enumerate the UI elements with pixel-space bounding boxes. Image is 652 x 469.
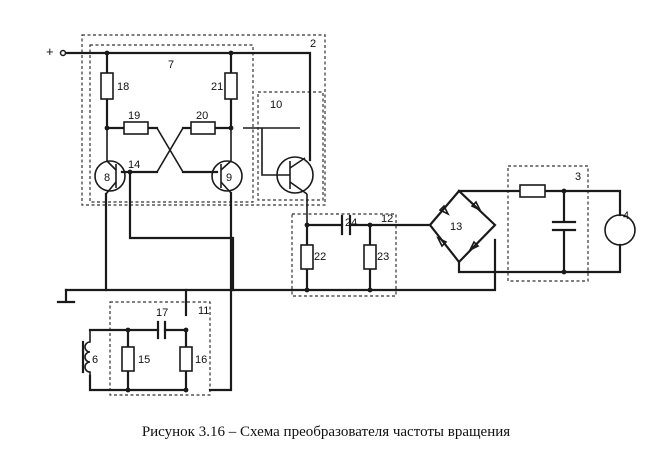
ground-rail xyxy=(64,238,497,292)
label-2: 2 xyxy=(310,38,316,50)
junction-dot xyxy=(228,50,234,56)
node-14-line xyxy=(128,170,235,292)
bridge-return-line xyxy=(457,243,622,274)
label-6: 6 xyxy=(92,354,98,366)
resistor-20 xyxy=(190,121,216,135)
label-24: 24 xyxy=(345,217,357,229)
resistor-block3 xyxy=(519,184,546,198)
transistor-8 xyxy=(94,128,126,208)
junction-dot xyxy=(367,287,373,293)
resistor-15 xyxy=(121,346,135,372)
capacitor-24 xyxy=(340,214,352,236)
capacitor-block3 xyxy=(551,189,577,274)
resistor-23 xyxy=(363,244,377,270)
junction-dot xyxy=(561,188,567,194)
block-3-box xyxy=(507,165,589,282)
block-7-box xyxy=(89,44,254,203)
resistor-19 xyxy=(123,121,149,135)
label-16: 16 xyxy=(195,354,207,366)
junction-dot xyxy=(104,50,110,56)
block-10-box xyxy=(257,91,324,201)
meter-4 xyxy=(604,214,636,246)
label-23: 23 xyxy=(377,251,389,263)
junction-dot xyxy=(304,287,310,293)
diode-bridge-13 xyxy=(428,189,497,264)
junction-dot xyxy=(183,387,189,393)
junction-dot xyxy=(125,387,131,393)
figure-caption: Рисунок 3.16 – Схема преобразователя час… xyxy=(141,424,511,440)
label-11: 11 xyxy=(198,305,209,317)
junction-dot xyxy=(367,222,373,228)
resistor-16 xyxy=(179,346,193,372)
block-12-box xyxy=(291,213,397,297)
label-7: 7 xyxy=(168,59,174,71)
label-20: 20 xyxy=(196,110,208,122)
bridge-output-line xyxy=(457,189,622,217)
junction-dot xyxy=(127,169,133,175)
capacitor-17 xyxy=(156,320,167,340)
label-10: 10 xyxy=(270,99,282,111)
resistor-18 xyxy=(100,72,114,100)
label-14: 14 xyxy=(128,159,140,171)
label-12: 12 xyxy=(381,213,393,225)
label-9: 9 xyxy=(226,172,232,184)
junction-dot xyxy=(183,327,189,333)
label-8: 8 xyxy=(104,172,110,184)
label-4: 4 xyxy=(623,210,629,222)
label-13: 13 xyxy=(450,221,462,233)
label-18: 18 xyxy=(117,81,129,93)
inductor-6 xyxy=(84,330,91,376)
block-2-box xyxy=(81,34,326,206)
cross-coupling xyxy=(156,127,184,173)
resistor-21 xyxy=(224,72,238,100)
plus-label: + xyxy=(46,44,54,59)
ground-symbol xyxy=(56,288,76,304)
label-19: 19 xyxy=(128,110,140,122)
label-17: 17 xyxy=(156,307,168,319)
label-15: 15 xyxy=(138,354,150,366)
transistor-10 xyxy=(243,127,314,225)
junction-dot xyxy=(561,269,567,275)
block-11-box xyxy=(109,301,211,396)
junction-dot xyxy=(304,222,310,228)
junction-dot xyxy=(125,327,131,333)
label-22: 22 xyxy=(314,251,326,263)
label-3: 3 xyxy=(575,171,581,183)
emitter-9-line xyxy=(208,191,233,392)
supply-rail xyxy=(64,51,312,162)
plus-terminal xyxy=(59,49,67,57)
label-21: 21 xyxy=(211,81,223,93)
transistor-9 xyxy=(211,128,243,208)
resistor-22 xyxy=(300,244,314,270)
